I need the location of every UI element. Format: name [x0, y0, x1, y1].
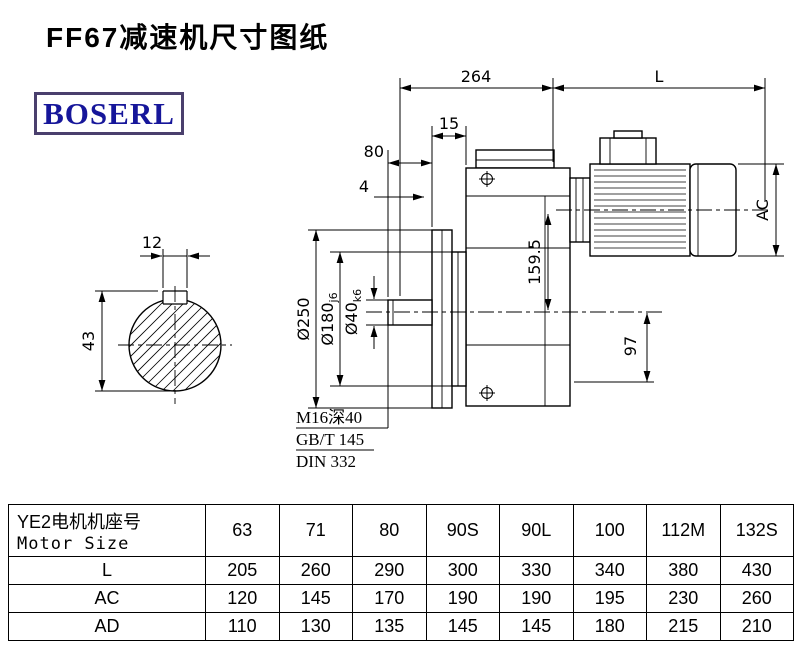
dim-43: [95, 290, 170, 392]
cell-AD-7: 210: [719, 612, 794, 641]
cell-L-4: 330: [499, 556, 574, 585]
col-header-6: 112M: [646, 504, 721, 557]
dim-12: [140, 249, 210, 288]
table-header-row: YE2电机机座号 Motor Size 63 71 80 90S 90L 100…: [8, 504, 794, 557]
cell-L-2: 290: [352, 556, 427, 585]
cell-AC-2: 170: [352, 584, 427, 613]
cell-AD-0: 110: [205, 612, 280, 641]
dim-label-264: 264: [461, 67, 492, 86]
dim-label-159-5: 159.5: [525, 239, 544, 285]
cell-L-0: 205: [205, 556, 280, 585]
pilot-diameter-value: Ø180: [318, 302, 337, 345]
table-row-AC: AC 120 145 170 190 190 195 230 260: [8, 584, 794, 613]
motor-size-header: YE2电机机座号 Motor Size: [8, 504, 206, 557]
flange-bolt-marks: [479, 171, 495, 401]
dim-AC: [738, 163, 784, 257]
pilot-fit-value: j6: [327, 292, 340, 303]
motor-cooling-fins: [594, 169, 686, 249]
terminal-box: [599, 137, 657, 165]
cell-AD-6: 215: [646, 612, 721, 641]
cell-L-7: 430: [719, 556, 794, 585]
centerlines: [118, 209, 772, 404]
dimensions: [95, 78, 784, 451]
dim-label-shaft-diameter: Ø40k6: [342, 289, 364, 335]
motor-size-header-en: Motor Size: [17, 533, 130, 554]
page-title: FF67减速机尺寸图纸: [46, 22, 330, 53]
dim-pilot-diameter: [330, 251, 452, 387]
flange-pilot: [451, 251, 467, 387]
note-tapped-hole: M16深40: [296, 408, 362, 427]
output-shaft: [387, 299, 433, 326]
shaft-diameter-value: Ø40: [342, 302, 361, 335]
brand-logo-text: BOSERL: [43, 96, 175, 131]
cell-AD-4: 145: [499, 612, 574, 641]
cell-AC-6: 230: [646, 584, 721, 613]
dim-shaft-diameter: [366, 276, 388, 349]
dim-label-L: L: [655, 67, 664, 86]
dim-label-80: 80: [364, 142, 384, 161]
housing-top-step: [475, 149, 555, 169]
cell-AC-7: 260: [719, 584, 794, 613]
col-header-1: 71: [278, 504, 353, 557]
dim-label-15: 15: [439, 114, 459, 133]
cell-AC-5: 195: [572, 584, 647, 613]
cell-AD-3: 145: [425, 612, 500, 641]
dim-label-flange-diameter: Ø250: [294, 297, 313, 340]
dim-80: [387, 150, 432, 297]
dim-label-43: 43: [79, 331, 98, 351]
cell-AC-3: 190: [425, 584, 500, 613]
dim-label-AC: AC: [753, 199, 772, 221]
shaft-fit-value: k6: [351, 289, 364, 302]
cell-AC-4: 190: [499, 584, 574, 613]
table-row-L: L 205 260 290 300 330 340 380 430: [8, 556, 794, 585]
dim-L: [553, 78, 766, 202]
brand-logo: BOSERL: [34, 92, 184, 135]
dim-label-97: 97: [621, 336, 640, 356]
table-row-AD: AD 110 130 135 145 145 180 215 210: [8, 612, 794, 641]
note-standard-gb: GB/T 145: [296, 430, 364, 449]
col-header-5: 100: [572, 504, 647, 557]
dim-15: [431, 126, 467, 227]
col-header-0: 63: [205, 504, 280, 557]
dim-97: [574, 313, 654, 383]
col-header-2: 80: [352, 504, 427, 557]
cell-L-3: 300: [425, 556, 500, 585]
dim-label-4: 4: [359, 177, 369, 196]
col-header-7: 132S: [719, 504, 794, 557]
dim-flange-diameter: [308, 229, 432, 409]
terminal-box-lid: [613, 130, 643, 139]
row-label-AC: AC: [8, 584, 206, 613]
dim-264: [399, 78, 554, 296]
row-label-AD: AD: [8, 612, 206, 641]
cell-AC-0: 120: [205, 584, 280, 613]
cell-AD-1: 130: [278, 612, 353, 641]
col-header-3: 90S: [425, 504, 500, 557]
motor-size-header-cn: YE2电机机座号: [17, 511, 142, 532]
motor-size-table: YE2电机机座号 Motor Size 63 71 80 90S 90L 100…: [8, 504, 794, 641]
cell-AD-5: 180: [572, 612, 647, 641]
dim-label-pilot-diameter: Ø180j6: [318, 292, 340, 345]
cell-L-6: 380: [646, 556, 721, 585]
cell-L-5: 340: [572, 556, 647, 585]
note-standard-din: DIN 332: [296, 452, 356, 471]
col-header-4: 90L: [499, 504, 574, 557]
cell-L-1: 260: [278, 556, 353, 585]
dim-label-12: 12: [142, 233, 162, 252]
row-label-L: L: [8, 556, 206, 585]
cell-AD-2: 135: [352, 612, 427, 641]
gearbox-side-view: [387, 130, 737, 409]
gearbox-housing: [465, 167, 571, 407]
tapped-hole-leader: [296, 315, 389, 451]
cell-AC-1: 145: [278, 584, 353, 613]
